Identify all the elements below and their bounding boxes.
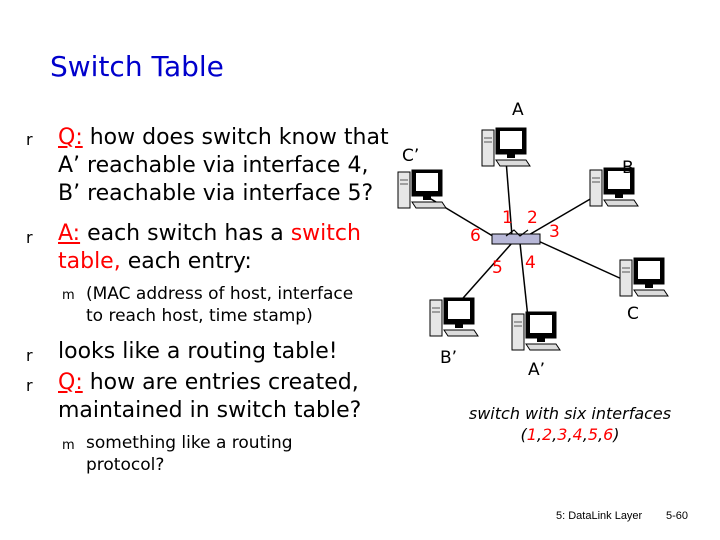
caption-num: 1: [526, 425, 537, 444]
bullet-marker: r: [26, 376, 33, 395]
bullet-text: how does switch know that: [82, 125, 389, 150]
sub-bullet-entry: (MAC address of host, interface to reach…: [86, 283, 353, 327]
highlight-text: switch: [290, 221, 361, 246]
interface-label-1: 1: [502, 208, 513, 228]
host-a-computer-icon: [481, 127, 531, 167]
caption-num: 6: [603, 425, 614, 444]
highlight-text: table,: [58, 249, 121, 274]
footer-page-number: 5-60: [666, 510, 689, 522]
caption-num: 3: [557, 425, 568, 444]
sub-bullet-marker: m: [62, 438, 75, 453]
caption-paren: ): [613, 425, 620, 444]
bullet-text: maintained in switch table?: [58, 398, 362, 423]
bullet-marker: r: [26, 346, 33, 365]
sub-bullet-protocol: something like a routing protocol?: [86, 432, 293, 476]
bullet-text: how are entries created,: [82, 370, 359, 395]
host-b-prime-computer-icon: [429, 297, 479, 337]
bullet-text: A’ reachable via interface 4,: [58, 153, 369, 178]
interface-label-2: 2: [527, 208, 538, 228]
footer-chapter: 5: DataLink Layer: [556, 510, 643, 522]
host-label-c: C: [627, 304, 639, 324]
diagram-caption: switch with six interfaces (1,2,3,4,5,6): [468, 404, 672, 444]
caption-paren: (: [520, 425, 527, 444]
host-label-b-prime: B’: [440, 348, 458, 368]
slide-title: Switch Table: [50, 50, 224, 83]
caption-num: 2: [541, 425, 553, 444]
sub-bullet-marker: m: [62, 288, 75, 303]
link-3: [535, 239, 625, 281]
switch-icon: [491, 229, 541, 245]
bullet-question-1: Q: how does switch know that A’ reachabl…: [58, 124, 389, 208]
link-1: [505, 159, 513, 237]
title-divider: [24, 89, 720, 90]
caption-num: 4: [572, 425, 583, 444]
host-label-a: A: [512, 100, 524, 120]
host-c-prime-computer-icon: [397, 169, 447, 209]
q-label: Q:: [58, 125, 83, 150]
link-5: [455, 242, 513, 307]
host-label-b: B: [622, 158, 634, 178]
bullet-question-2: Q: how are entries created, maintained i…: [58, 369, 361, 425]
bullet-text: each switch has a: [80, 221, 291, 246]
interface-label-6: 6: [470, 226, 481, 246]
a-label: A:: [58, 221, 81, 246]
q-label: Q:: [58, 370, 83, 395]
sub-text: protocol?: [86, 455, 165, 475]
host-c-computer-icon: [619, 257, 669, 297]
interface-label-3: 3: [549, 222, 560, 242]
caption-num: 5: [587, 425, 599, 444]
interface-label-5: 5: [492, 258, 503, 278]
host-label-a-prime: A’: [528, 360, 546, 380]
sub-text: something like a routing: [86, 433, 293, 453]
bullet-marker: r: [26, 228, 33, 247]
link-4: [519, 242, 529, 319]
sub-text: (MAC address of host, interface: [86, 284, 354, 304]
sub-text: to reach host, time stamp): [86, 306, 313, 326]
bullet-routing: looks like a routing table!: [58, 338, 338, 366]
bullet-text: each entry:: [120, 249, 252, 274]
bullet-answer: A: each switch has a switch table, each …: [58, 220, 361, 276]
host-a-prime-computer-icon: [511, 311, 561, 351]
host-label-c-prime: C’: [402, 146, 420, 166]
interface-label-4: 4: [525, 253, 536, 273]
bullet-marker: r: [26, 130, 33, 149]
bullet-text: B’ reachable via interface 5?: [58, 181, 374, 206]
bullet-text: looks like a routing table!: [58, 339, 338, 364]
caption-line: switch with six interfaces: [468, 404, 672, 423]
link-2: [526, 197, 593, 237]
